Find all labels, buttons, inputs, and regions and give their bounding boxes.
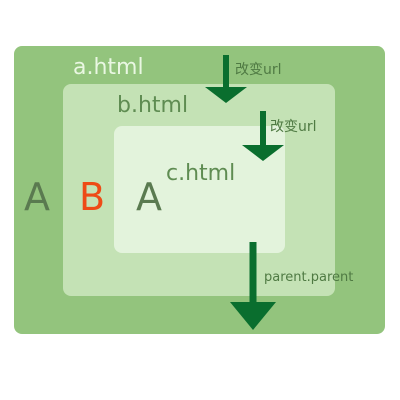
arrow-down-icon bbox=[205, 55, 247, 103]
letter-b-center: B bbox=[79, 175, 106, 219]
frame-a-label: a.html bbox=[73, 55, 144, 80]
letter-a-left: A bbox=[24, 175, 50, 219]
arrow-down-icon bbox=[230, 242, 276, 330]
parent-parent-note: parent.parent bbox=[264, 270, 354, 285]
change-url-note-2: 改变url bbox=[270, 119, 317, 135]
letter-a-right: A bbox=[136, 175, 162, 219]
frame-b-label: b.html bbox=[117, 93, 189, 118]
arrow-down-icon bbox=[242, 111, 284, 161]
change-url-note-1: 改变url bbox=[235, 62, 282, 78]
frame-c-label: c.html bbox=[166, 161, 236, 186]
